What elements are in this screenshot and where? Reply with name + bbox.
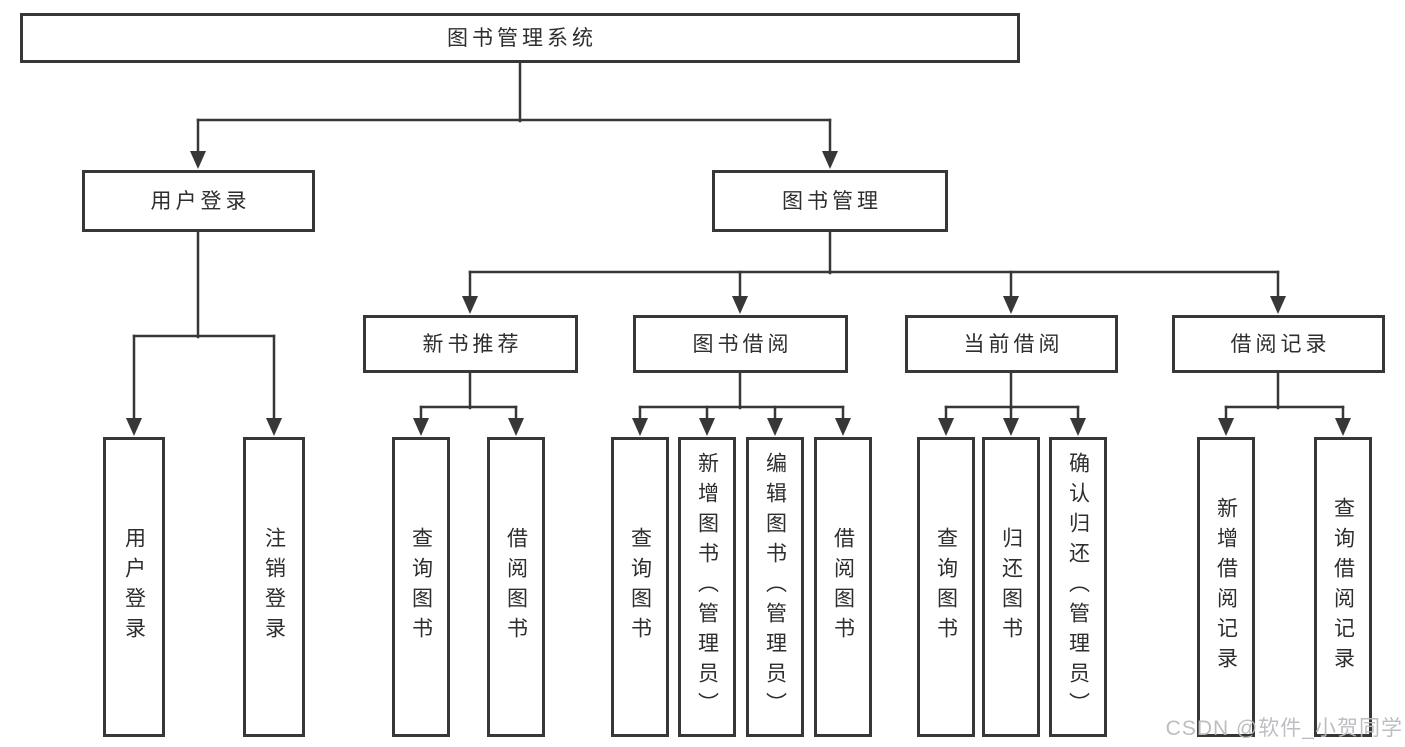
node-leaf-user-login: 用户登录 [103, 437, 165, 737]
node-new-book-recommendation: 新书推荐 [363, 315, 578, 373]
node-book-borrowing: 图书借阅 [633, 315, 848, 373]
node-leaf-add-books-admin: 新增图书（管理员） [678, 437, 736, 737]
node-user-login: 用户登录 [82, 170, 315, 232]
node-leaf-add-borrow-record: 新增借阅记录 [1197, 437, 1255, 737]
node-leaf-query-books-recommend: 查询图书 [392, 437, 450, 737]
node-leaf-query-books-current: 查询图书 [917, 437, 975, 737]
node-borrowing-records: 借阅记录 [1172, 315, 1385, 373]
arrowheads [126, 151, 1351, 436]
node-leaf-query-books-borrowing: 查询图书 [611, 437, 669, 737]
node-leaf-logout: 注销登录 [243, 437, 305, 737]
node-leaf-borrow-books-recommend: 借阅图书 [487, 437, 545, 737]
csdn-watermark: CSDN @软件_小贺同学 [1165, 717, 1403, 740]
node-leaf-return-books: 归还图书 [982, 437, 1040, 737]
node-leaf-confirm-return-admin: 确认归还（管理员） [1049, 437, 1107, 737]
node-leaf-edit-books-admin: 编辑图书（管理员） [746, 437, 804, 737]
node-leaf-query-borrow-record: 查询借阅记录 [1314, 437, 1372, 737]
node-book-management: 图书管理 [712, 170, 948, 232]
node-current-borrowing: 当前借阅 [905, 315, 1118, 373]
node-leaf-borrow-books: 借阅图书 [814, 437, 872, 737]
node-system-root: 图书管理系统 [20, 13, 1020, 63]
